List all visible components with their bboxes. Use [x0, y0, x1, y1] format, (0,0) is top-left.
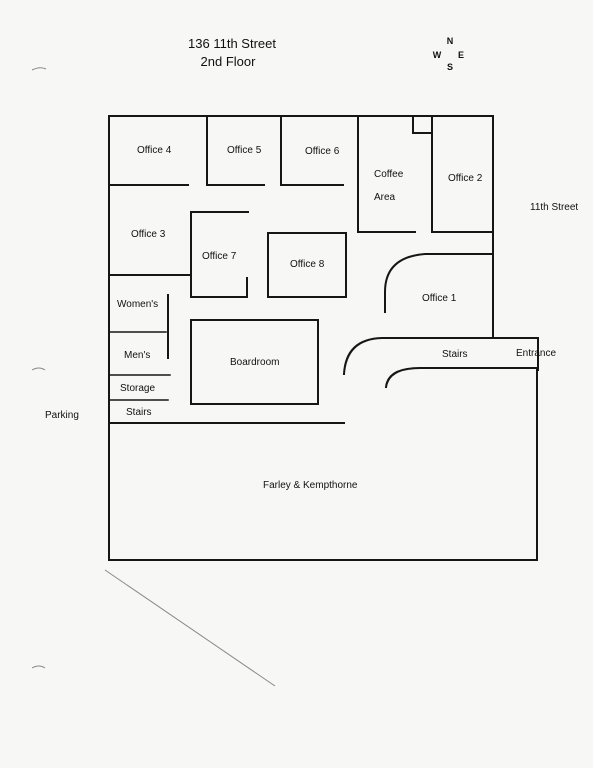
room-coffee-area-line-2: Area: [374, 192, 396, 203]
boardroom-walls: [190, 319, 319, 405]
scan-mark-bottom: [31, 665, 46, 669]
room-office-3: Office 3: [131, 229, 166, 240]
room-office-7: Office 7: [202, 251, 237, 262]
stairs-lower-curve: [384, 367, 538, 389]
room-farley-kempthorne: Farley & Kempthorne: [263, 480, 358, 491]
office-8-walls: [267, 232, 347, 298]
room-mens: Men's: [124, 350, 150, 361]
room-office-5: Office 5: [227, 145, 262, 156]
room-stairs-right: Stairs: [442, 349, 468, 360]
office-5-wall: [206, 115, 265, 186]
parking-label: Parking: [45, 410, 79, 421]
room-boardroom: Boardroom: [230, 357, 279, 368]
scan-line: [104, 569, 276, 687]
scan-mark-middle: [31, 367, 46, 371]
coffee-area-west-wall: [357, 115, 416, 233]
compass-south: S: [447, 62, 453, 72]
room-office-6: Office 6: [305, 146, 340, 157]
office-1-curved-wall: [384, 253, 494, 313]
outer-wall-north-east: [108, 115, 494, 339]
room-office-1: Office 1: [422, 293, 457, 304]
street-label: 11th Street: [530, 202, 578, 213]
floor-title: 2nd Floor: [201, 54, 257, 69]
room-office-2: Office 2: [448, 173, 483, 184]
building-address: 136 11th Street: [188, 36, 276, 51]
room-storage: Storage: [120, 383, 155, 394]
compass-east: E: [458, 50, 464, 60]
outer-wall-west-south: [108, 115, 538, 561]
room-stairs-left: Stairs: [126, 407, 152, 418]
office-7-walls: [190, 211, 248, 298]
entrance-label: Entrance: [516, 348, 556, 359]
room-womens: Women's: [117, 299, 158, 310]
office-6-wall: [280, 115, 344, 186]
compass-west: W: [433, 50, 442, 60]
room-coffee-area-line-1: Coffee: [374, 169, 404, 180]
compass-north: N: [447, 36, 454, 46]
coffee-area-top-wall: [412, 115, 433, 134]
building-walls: [108, 115, 539, 561]
entrance-wall: [492, 337, 539, 371]
scan-mark-top: [31, 67, 47, 71]
stairs-upper-curve: [342, 337, 494, 376]
compass-rose-icon: N E S W: [433, 36, 464, 72]
room-office-8: Office 8: [290, 259, 325, 270]
room-office-4: Office 4: [137, 145, 172, 156]
